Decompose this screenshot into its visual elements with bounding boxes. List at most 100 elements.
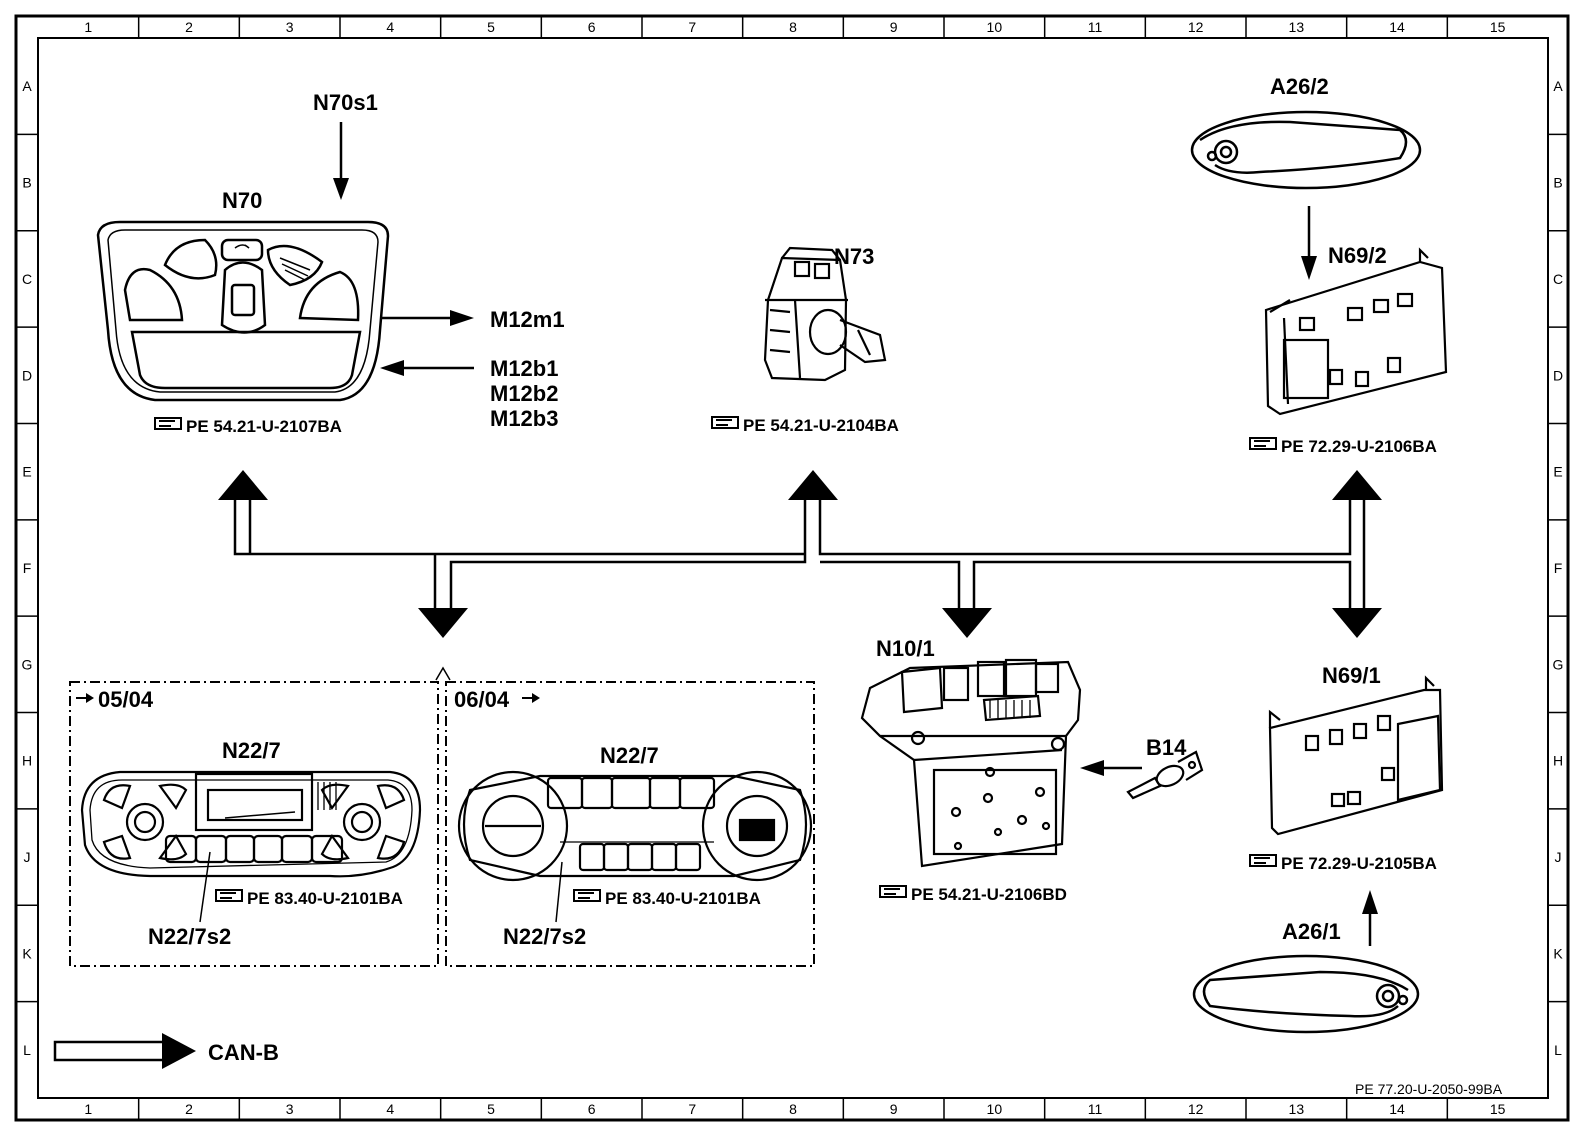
a26-2-label: A26/2: [1270, 74, 1329, 99]
row-label: J: [1555, 849, 1562, 865]
column-label: 13: [1289, 1101, 1305, 1117]
n10-1-sam-module-icon: [860, 658, 1082, 868]
column-label: 10: [987, 1101, 1003, 1117]
row-label: E: [22, 464, 31, 480]
n70-label: N70: [222, 188, 262, 213]
column-label: 4: [386, 1101, 394, 1117]
column-label: 3: [286, 19, 294, 35]
row-label: F: [23, 560, 32, 576]
a26-1-label: A26/1: [1282, 919, 1341, 944]
column-label: 1: [84, 19, 92, 35]
row-label: G: [22, 656, 33, 672]
row-label: K: [22, 945, 32, 961]
row-label: A: [1553, 78, 1563, 94]
n70-overhead-panel-icon: [96, 220, 390, 402]
reference-hand-icon: [711, 416, 739, 429]
n10-1-label: N10/1: [876, 636, 935, 661]
m12b2-label: M12b2: [490, 381, 558, 406]
row-label: H: [22, 753, 32, 769]
column-label: 2: [185, 19, 193, 35]
n73-reference: PE 54.21-U-2104BA: [743, 416, 899, 435]
column-label: 6: [588, 1101, 596, 1117]
n22-7s2-right-leader: [555, 861, 563, 923]
reference-hand-icon: [879, 885, 907, 898]
column-label: 15: [1490, 19, 1506, 35]
column-label: 5: [487, 19, 495, 35]
m12b1-label: M12b1: [490, 356, 558, 381]
b14-temperature-sensor-icon: [1126, 750, 1204, 800]
n22-7-left-climate-panel-icon: [80, 770, 422, 878]
column-label: 6: [588, 19, 596, 35]
row-label: D: [22, 367, 32, 383]
m12m1-label: M12m1: [490, 307, 565, 332]
row-label: B: [1553, 175, 1562, 191]
row-label: E: [1553, 464, 1562, 480]
n70s1-arrow: [333, 122, 349, 200]
variant-right-arrow: [522, 693, 540, 703]
m12m1-arrow: [382, 310, 474, 326]
can-b-legend-label: CAN-B: [208, 1040, 279, 1065]
row-label: A: [22, 78, 32, 94]
column-label: 10: [987, 19, 1003, 35]
n22-7s2-left-leader: [199, 851, 211, 923]
column-label: 4: [386, 19, 394, 35]
reference-hand-icon: [154, 417, 182, 430]
can-b-legend-arrow: [53, 1033, 196, 1069]
bus-arrow-n73: [788, 470, 838, 500]
n69-1-module-icon: [1268, 675, 1444, 836]
column-label: 14: [1389, 1101, 1405, 1117]
column-label: 8: [789, 19, 797, 35]
column-label: 12: [1188, 1101, 1204, 1117]
n22-7-left-reference: PE 83.40-U-2101BA: [247, 889, 403, 908]
a26-1-door-handle-icon: [1192, 954, 1420, 1034]
row-label: D: [1553, 367, 1563, 383]
row-label: B: [22, 175, 31, 191]
column-label: 11: [1088, 19, 1103, 35]
n22-7-right-label: N22/7: [600, 743, 659, 768]
a26-1-arrow: [1362, 890, 1378, 946]
reference-hand-icon: [1249, 854, 1277, 867]
n22-7-right-reference: PE 83.40-U-2101BA: [605, 889, 761, 908]
variant-left-label: 05/04: [98, 687, 154, 712]
column-label: 7: [688, 19, 696, 35]
column-label: 2: [185, 1101, 193, 1117]
n73-ignition-switch-icon: [763, 246, 887, 382]
variant-split-mark: [435, 666, 451, 681]
reference-hand-icon: [1249, 437, 1277, 450]
b14-arrow: [1080, 760, 1142, 776]
m12b3-label: M12b3: [490, 406, 558, 431]
bus-arrow-n69-1: [1332, 608, 1382, 638]
column-label: 9: [890, 19, 898, 35]
n69-1-label: N69/1: [1322, 663, 1381, 688]
row-label: G: [1553, 656, 1564, 672]
grid-ticks: [16, 16, 1568, 1120]
column-label: 7: [688, 1101, 696, 1117]
n69-2-module-icon: [1264, 247, 1448, 416]
column-label: 9: [890, 1101, 898, 1117]
variant-right-label: 06/04: [454, 687, 510, 712]
n70-reference: PE 54.21-U-2107BA: [186, 417, 342, 436]
can-b-bus: [233, 498, 1366, 610]
row-label: K: [1553, 945, 1563, 961]
row-label: C: [22, 271, 32, 287]
outer-frame: [14, 14, 1570, 1122]
doc-reference: PE 77.20-U-2050-99BA: [1355, 1081, 1503, 1097]
n69-1-reference: PE 72.29-U-2105BA: [1281, 854, 1437, 873]
n22-7s2-right-label: N22/7s2: [503, 924, 586, 949]
n22-7-left-label: N22/7: [222, 738, 281, 763]
n69-2-reference: PE 72.29-U-2106BA: [1281, 437, 1437, 456]
bus-arrow-n69-2: [1332, 470, 1382, 500]
n22-7s2-left-label: N22/7s2: [148, 924, 231, 949]
bus-arrow-n70: [218, 470, 268, 500]
row-label: L: [1554, 1042, 1562, 1058]
n10-1-reference: PE 54.21-U-2106BD: [911, 885, 1067, 904]
m12b-arrow: [380, 360, 474, 376]
n22-7-right-climate-panel-icon: [457, 770, 813, 882]
row-label: C: [1553, 271, 1563, 287]
a26-2-door-handle-icon: [1190, 110, 1422, 190]
n73-label: N73: [834, 244, 874, 269]
b14-label: B14: [1146, 735, 1187, 760]
column-label: 13: [1289, 19, 1305, 35]
column-label: 11: [1088, 1101, 1103, 1117]
